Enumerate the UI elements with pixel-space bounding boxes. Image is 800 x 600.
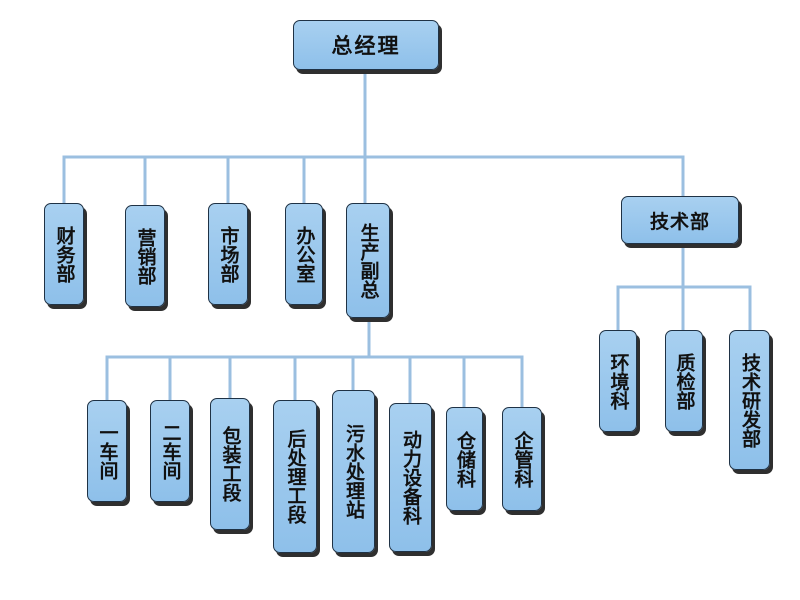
node-market-dept: 市场部 xyxy=(208,203,248,305)
node-packaging-section: 包装工段 xyxy=(210,398,250,530)
node-tech-dept: 技术部 xyxy=(621,196,739,244)
node-power-equipment-section: 动力设备科 xyxy=(389,403,432,552)
node-general-manager: 总经理 xyxy=(293,20,439,70)
node-sales-dept: 营销部 xyxy=(125,205,165,307)
node-tech-rnd-dept: 技术研发部 xyxy=(729,330,770,470)
node-post-processing-section: 后处理工段 xyxy=(273,400,317,553)
node-storage-section: 仓储科 xyxy=(446,407,483,511)
node-finance-dept: 财务部 xyxy=(44,203,84,305)
node-quality-inspection-dept: 质检部 xyxy=(665,330,703,432)
node-office: 办公室 xyxy=(285,203,323,305)
node-enterprise-management-section: 企管科 xyxy=(502,407,542,511)
node-production-vp: 生产副总 xyxy=(346,203,390,318)
node-workshop-1: 一车间 xyxy=(87,400,127,502)
node-sewage-treatment-station: 污水处理站 xyxy=(332,390,375,553)
node-workshop-2: 二车间 xyxy=(150,400,190,502)
node-environment-section: 环境科 xyxy=(599,330,637,432)
